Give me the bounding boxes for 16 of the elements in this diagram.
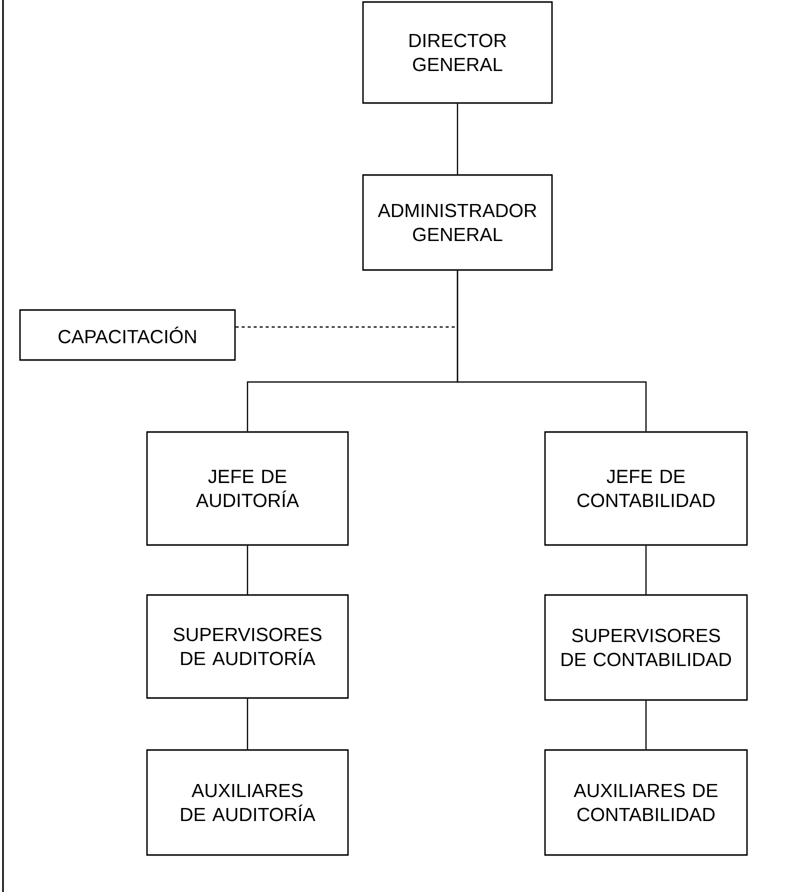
connector-line <box>456 270 647 432</box>
org-box: AUXILIARES DE CONTABILIDAD <box>544 749 748 856</box>
org-box: CAPACITACIÓN <box>19 309 236 361</box>
org-box: JEFE DE CONTABILIDAD <box>544 431 748 546</box>
connector-line <box>246 698 248 750</box>
connector-line <box>645 546 647 594</box>
org-box: SUPERVISORES DE AUDITORÍA <box>146 594 349 699</box>
connector-line <box>456 104 458 174</box>
org-box: DIRECTOR GENERAL <box>362 1 553 104</box>
connector-line <box>246 546 248 594</box>
connector-line <box>236 326 458 328</box>
org-box: SUPERVISORES DE CONTABILIDAD <box>544 594 748 701</box>
connector-line <box>645 700 647 750</box>
org-box: JEFE DE AUDITORÍA <box>146 431 349 546</box>
org-box: ADMINISTRADOR GENERAL <box>362 174 553 271</box>
org-box: AUXILIARES DE AUDITORÍA <box>146 749 349 856</box>
